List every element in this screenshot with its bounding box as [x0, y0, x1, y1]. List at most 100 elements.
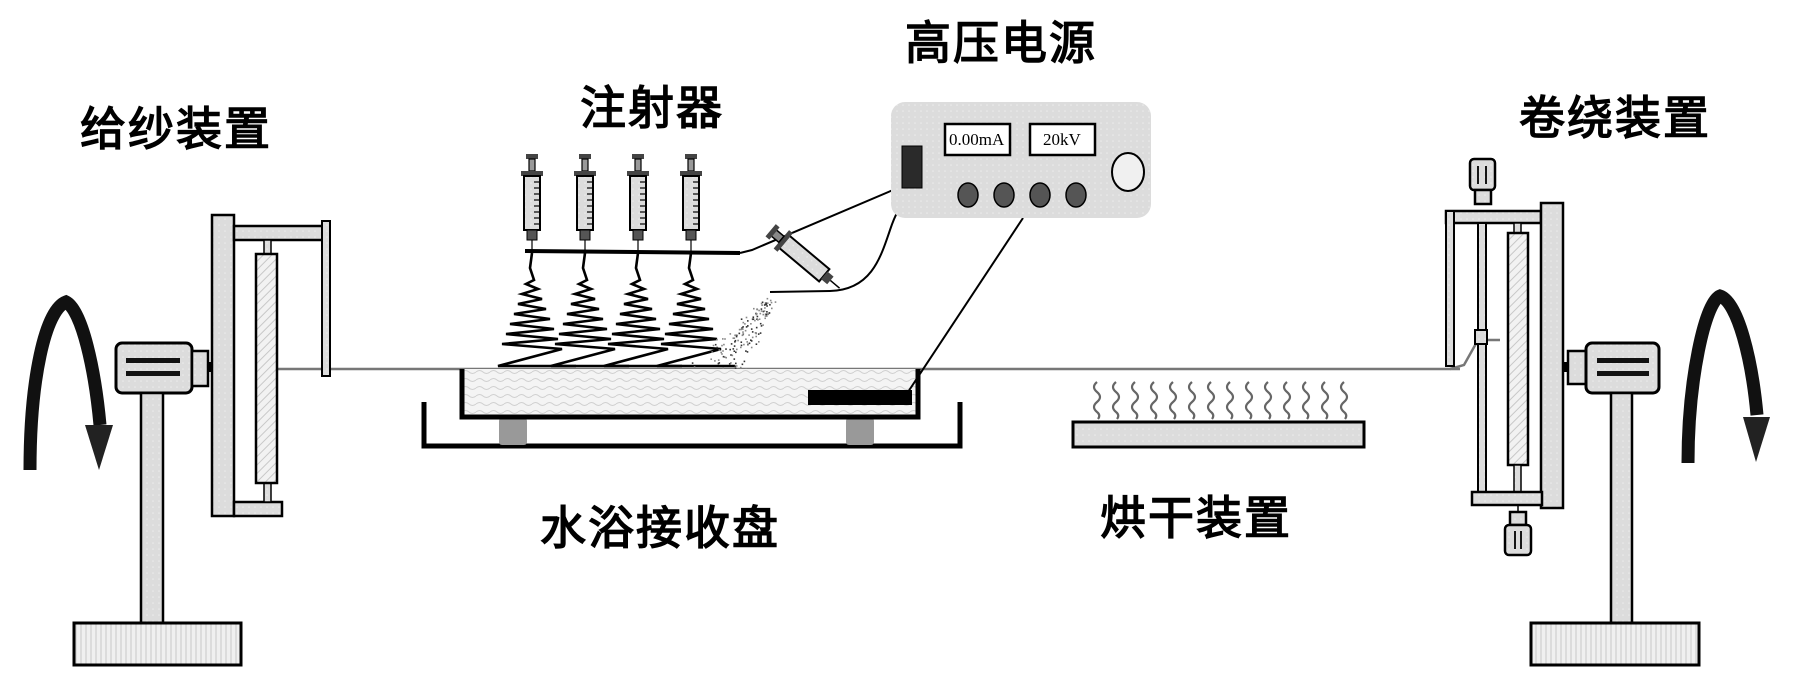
spray-particle: [750, 328, 753, 330]
heat-wave: [1225, 381, 1235, 420]
take-up-bobbin: [1506, 231, 1530, 467]
spray-particle: [714, 343, 717, 346]
heat-wave: [1187, 381, 1197, 420]
spray-particle: [741, 334, 744, 337]
spray-particle: [741, 363, 744, 366]
voltage-readout: 20kV: [1043, 130, 1081, 149]
spray-particle: [693, 366, 696, 368]
spray-particle: [741, 327, 743, 329]
spray-particle: [746, 351, 749, 353]
spray-particle: [736, 334, 738, 337]
spray-particle: [759, 312, 762, 315]
spray-particle: [766, 297, 769, 300]
heat-wave: [1111, 381, 1121, 420]
spray-particle: [760, 302, 763, 305]
heat-wave: [1092, 381, 1102, 420]
spray-particle: [763, 304, 766, 306]
spray-particle: [754, 319, 756, 322]
spray-particle: [761, 304, 763, 306]
spray-particle: [755, 326, 758, 329]
spray-particle: [722, 367, 724, 370]
syringe: [680, 154, 702, 252]
spray-particle: [730, 362, 732, 364]
spray-particle: [723, 343, 725, 346]
spray-particle: [756, 313, 758, 315]
spray-particle: [766, 305, 768, 307]
spray-particle: [732, 337, 735, 339]
current-display: [943, 122, 1012, 157]
spray-particle: [722, 350, 724, 352]
heat-wave: [1149, 381, 1159, 420]
heat-wave: [1168, 381, 1178, 420]
spray-particle: [728, 363, 731, 365]
spray-particle: [771, 307, 773, 310]
spray-particle: [742, 321, 745, 324]
heater-plate: [1071, 420, 1366, 449]
spray-particle: [755, 343, 758, 345]
spray-particle: [766, 313, 768, 315]
spray-particle: [751, 336, 754, 339]
ground-electrode: [808, 390, 912, 405]
feed-device: [23, 213, 331, 667]
control-knob: [1065, 182, 1087, 208]
spray-particle: [740, 344, 743, 347]
current-readout: 0.00mA: [949, 130, 1005, 149]
control-knob: [957, 182, 979, 208]
jet-spiral: [603, 252, 682, 368]
drying-device: [1071, 381, 1366, 449]
spray-particle: [768, 312, 771, 314]
yarn-line-winding-traverse: [1449, 338, 1500, 371]
spray-particle: [722, 355, 725, 358]
spray-particle: [740, 366, 742, 369]
motor: [114, 341, 194, 395]
spray-particle: [761, 301, 764, 304]
spray-particle: [762, 313, 765, 316]
power-switch: [901, 145, 923, 189]
spray-particle: [718, 362, 721, 364]
syringe: [521, 154, 543, 252]
spray-particle: [747, 343, 749, 345]
spray-particle: [742, 326, 744, 328]
spray-particle: [742, 331, 744, 333]
spray-particle: [740, 318, 743, 320]
spray-particle: [751, 331, 754, 333]
heat-wave: [1206, 381, 1216, 420]
label-drying-device: 烘干装置: [1100, 491, 1292, 545]
spray-particle: [764, 317, 766, 320]
spray-particle: [740, 328, 743, 331]
spray-particle: [752, 318, 754, 321]
heat-wave: [1130, 381, 1140, 420]
spray-particle: [717, 359, 720, 361]
spray-particle: [757, 333, 760, 335]
control-knob: [993, 182, 1015, 208]
spray-particle: [747, 325, 749, 327]
spray-particle: [759, 332, 762, 334]
hv-wire-positive: [739, 189, 894, 254]
spray-particle: [734, 334, 737, 336]
spray-particle: [745, 338, 747, 340]
label-hv-power: 高压电源: [905, 16, 1097, 70]
spray-particle: [711, 351, 713, 353]
spray-particle: [731, 354, 734, 357]
hv-wire-ground: [907, 217, 1024, 393]
high-voltage-power-supply: [891, 102, 1151, 218]
spray-particle: [736, 348, 738, 351]
rotation-arrow-icon: [1681, 289, 1770, 464]
spray-particle: [765, 302, 767, 304]
traverse-motor-bottom: [1503, 523, 1533, 557]
label-syringe: 注射器: [580, 81, 724, 135]
heat-wave: [1263, 381, 1273, 420]
stand-pole: [139, 391, 165, 625]
spray-particle: [750, 340, 753, 342]
spray-particle: [745, 326, 748, 328]
spray-particle: [745, 316, 748, 319]
spray-particle: [765, 303, 768, 306]
spray-particle: [712, 344, 715, 347]
spray-particle: [735, 351, 737, 354]
label-winding-device: 卷绕装置: [1519, 91, 1711, 145]
spray-particle: [738, 328, 741, 331]
spray-particle: [740, 341, 743, 343]
electrospinning-jets: [497, 252, 735, 368]
spray-particle: [744, 329, 747, 332]
spray-particle: [717, 362, 720, 365]
